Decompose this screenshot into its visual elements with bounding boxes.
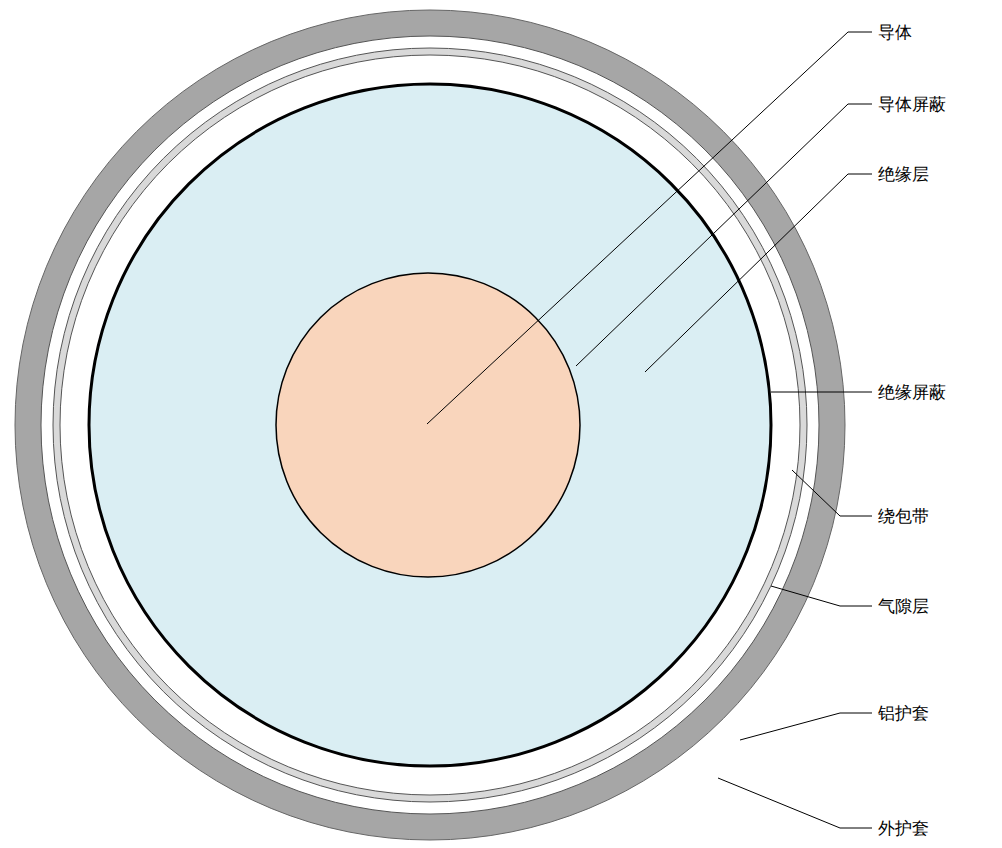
outer-sheath [15,10,845,840]
leader-line [771,392,872,393]
part-label: 绝缘屏蔽 [876,383,948,402]
leader-lines [427,32,872,828]
leader-line [740,713,872,740]
leader-line [576,104,872,366]
part-label: 导体 [876,23,914,42]
leader-line [718,778,872,828]
leader-line [645,174,872,372]
leader-line [771,586,872,606]
part-label: 绝缘层 [876,165,931,184]
part-label: 绕包带 [876,507,931,526]
part-label: 气隙层 [876,597,931,616]
aluminium-sheath [41,36,819,814]
part-label: 铝护套 [876,704,931,723]
leader-line [792,470,872,516]
leader-line [427,32,872,424]
air-gap-layer [53,48,807,802]
conductor [276,273,580,577]
part-label: 导体屏蔽 [876,95,948,114]
wrapping-tape [60,55,800,795]
insulation-layer [89,84,771,766]
part-label: 外护套 [876,819,931,838]
